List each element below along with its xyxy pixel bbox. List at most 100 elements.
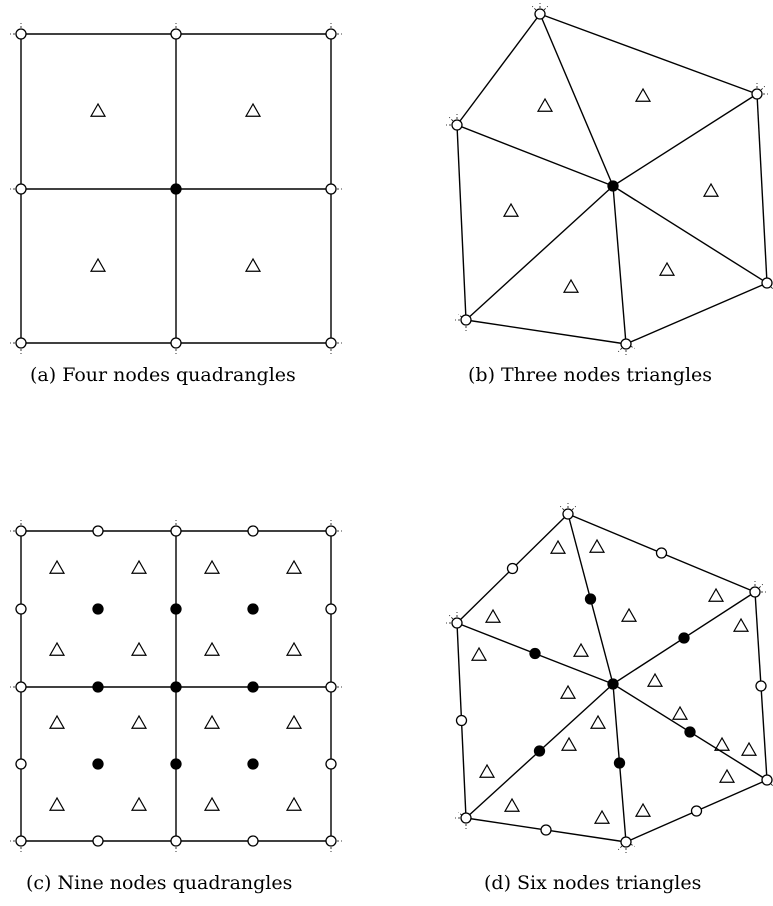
interior-node xyxy=(170,758,182,770)
boundary-node xyxy=(620,836,632,848)
integration-point-triangle xyxy=(634,802,652,817)
integration-point-triangle xyxy=(203,796,221,811)
integration-point-triangle xyxy=(203,641,221,656)
integration-point-triangle xyxy=(502,202,520,217)
integration-point-triangle xyxy=(203,714,221,729)
integration-point-triangle xyxy=(48,559,66,574)
caption-c: (c) Nine nodes quadrangles xyxy=(26,872,293,894)
boundary-node xyxy=(170,28,182,40)
boundary-node xyxy=(15,758,27,770)
caption-a: (a) Four nodes quadrangles xyxy=(30,364,296,386)
integration-point-triangle xyxy=(244,257,262,272)
boundary-tick xyxy=(758,584,763,589)
boundary-node xyxy=(451,617,463,629)
boundary-node xyxy=(325,758,337,770)
integration-point-triangle xyxy=(130,714,148,729)
boundary-node xyxy=(460,812,472,824)
boundary-node xyxy=(325,28,337,40)
integration-point-triangle xyxy=(285,796,303,811)
boundary-tick xyxy=(458,812,463,816)
boundary-tick xyxy=(770,783,773,787)
integration-point-triangle xyxy=(470,646,488,661)
mesh-edge xyxy=(465,185,614,321)
mesh-edge xyxy=(539,13,758,95)
mesh-edge xyxy=(456,124,614,187)
interior-node xyxy=(92,603,104,615)
integration-point-triangle xyxy=(671,705,689,720)
integration-point-triangle xyxy=(732,617,750,632)
mesh-edge xyxy=(456,13,541,126)
boundary-node xyxy=(170,337,182,349)
boundary-node xyxy=(562,508,574,520)
integration-point-triangle xyxy=(130,796,148,811)
integration-point-triangle xyxy=(549,539,567,554)
integration-point-triangle xyxy=(658,261,676,276)
boundary-tick xyxy=(449,117,454,122)
integration-point-triangle xyxy=(503,797,521,812)
integration-point-triangle xyxy=(634,87,652,102)
integration-point-triangle xyxy=(620,607,638,622)
interior-node xyxy=(247,603,259,615)
interior-node xyxy=(170,183,182,195)
integration-point-triangle xyxy=(702,182,720,197)
integration-point-triangle xyxy=(740,741,758,756)
integration-point-triangle xyxy=(562,278,580,293)
boundary-tick xyxy=(571,506,576,511)
boundary-node xyxy=(170,525,182,537)
mesh-edge xyxy=(456,124,467,321)
integration-point-triangle xyxy=(48,641,66,656)
boundary-node xyxy=(534,8,546,20)
boundary-node xyxy=(15,337,27,349)
integration-point-triangle xyxy=(536,97,554,112)
boundary-tick xyxy=(760,86,765,91)
integration-point-triangle xyxy=(593,809,611,824)
boundary-tick xyxy=(618,347,623,352)
boundary-tick xyxy=(770,286,773,290)
mesh-edge xyxy=(612,93,758,187)
interior-node xyxy=(607,678,619,690)
three-nodes-triangles-mesh xyxy=(446,3,773,355)
panel-a xyxy=(0,0,360,390)
boundary-node xyxy=(325,681,337,693)
integration-point-triangle xyxy=(244,102,262,117)
boundary-node xyxy=(325,525,337,537)
boundary-node xyxy=(15,681,27,693)
boundary-node xyxy=(15,525,27,537)
panel-c xyxy=(0,0,360,906)
interior-node xyxy=(613,757,626,769)
integration-point-triangle xyxy=(285,559,303,574)
boundary-tick xyxy=(449,615,454,620)
boundary-tick xyxy=(630,346,635,349)
boundary-node xyxy=(247,835,259,847)
interior-node xyxy=(533,745,546,757)
integration-point-triangle xyxy=(203,559,221,574)
boundary-node xyxy=(92,835,104,847)
integration-point-triangle xyxy=(48,796,66,811)
caption-d: (d) Six nodes triangles xyxy=(484,872,702,894)
integration-point-triangle xyxy=(559,684,577,699)
interior-node xyxy=(92,681,104,693)
mesh-edge xyxy=(612,185,768,284)
panel-b xyxy=(0,0,773,390)
mesh-edge xyxy=(612,185,627,345)
boundary-tick xyxy=(618,845,623,850)
integration-point-triangle xyxy=(89,102,107,117)
mesh-edge xyxy=(625,282,768,345)
six-nodes-triangles-mesh xyxy=(446,503,773,853)
boundary-node xyxy=(690,805,703,817)
interior-node xyxy=(584,593,597,605)
interior-node xyxy=(678,632,690,644)
integration-point-triangle xyxy=(713,736,731,751)
interior-node xyxy=(607,180,619,192)
boundary-tick xyxy=(630,844,635,847)
integration-point-triangle xyxy=(130,559,148,574)
interior-node xyxy=(247,681,259,693)
integration-point-triangle xyxy=(478,763,496,778)
boundary-node xyxy=(455,714,468,727)
boundary-node xyxy=(325,603,337,615)
integration-point-triangle xyxy=(718,768,736,783)
integration-point-triangle xyxy=(285,714,303,729)
boundary-node xyxy=(325,835,337,847)
boundary-node xyxy=(761,774,773,786)
integration-point-triangle xyxy=(572,642,590,657)
